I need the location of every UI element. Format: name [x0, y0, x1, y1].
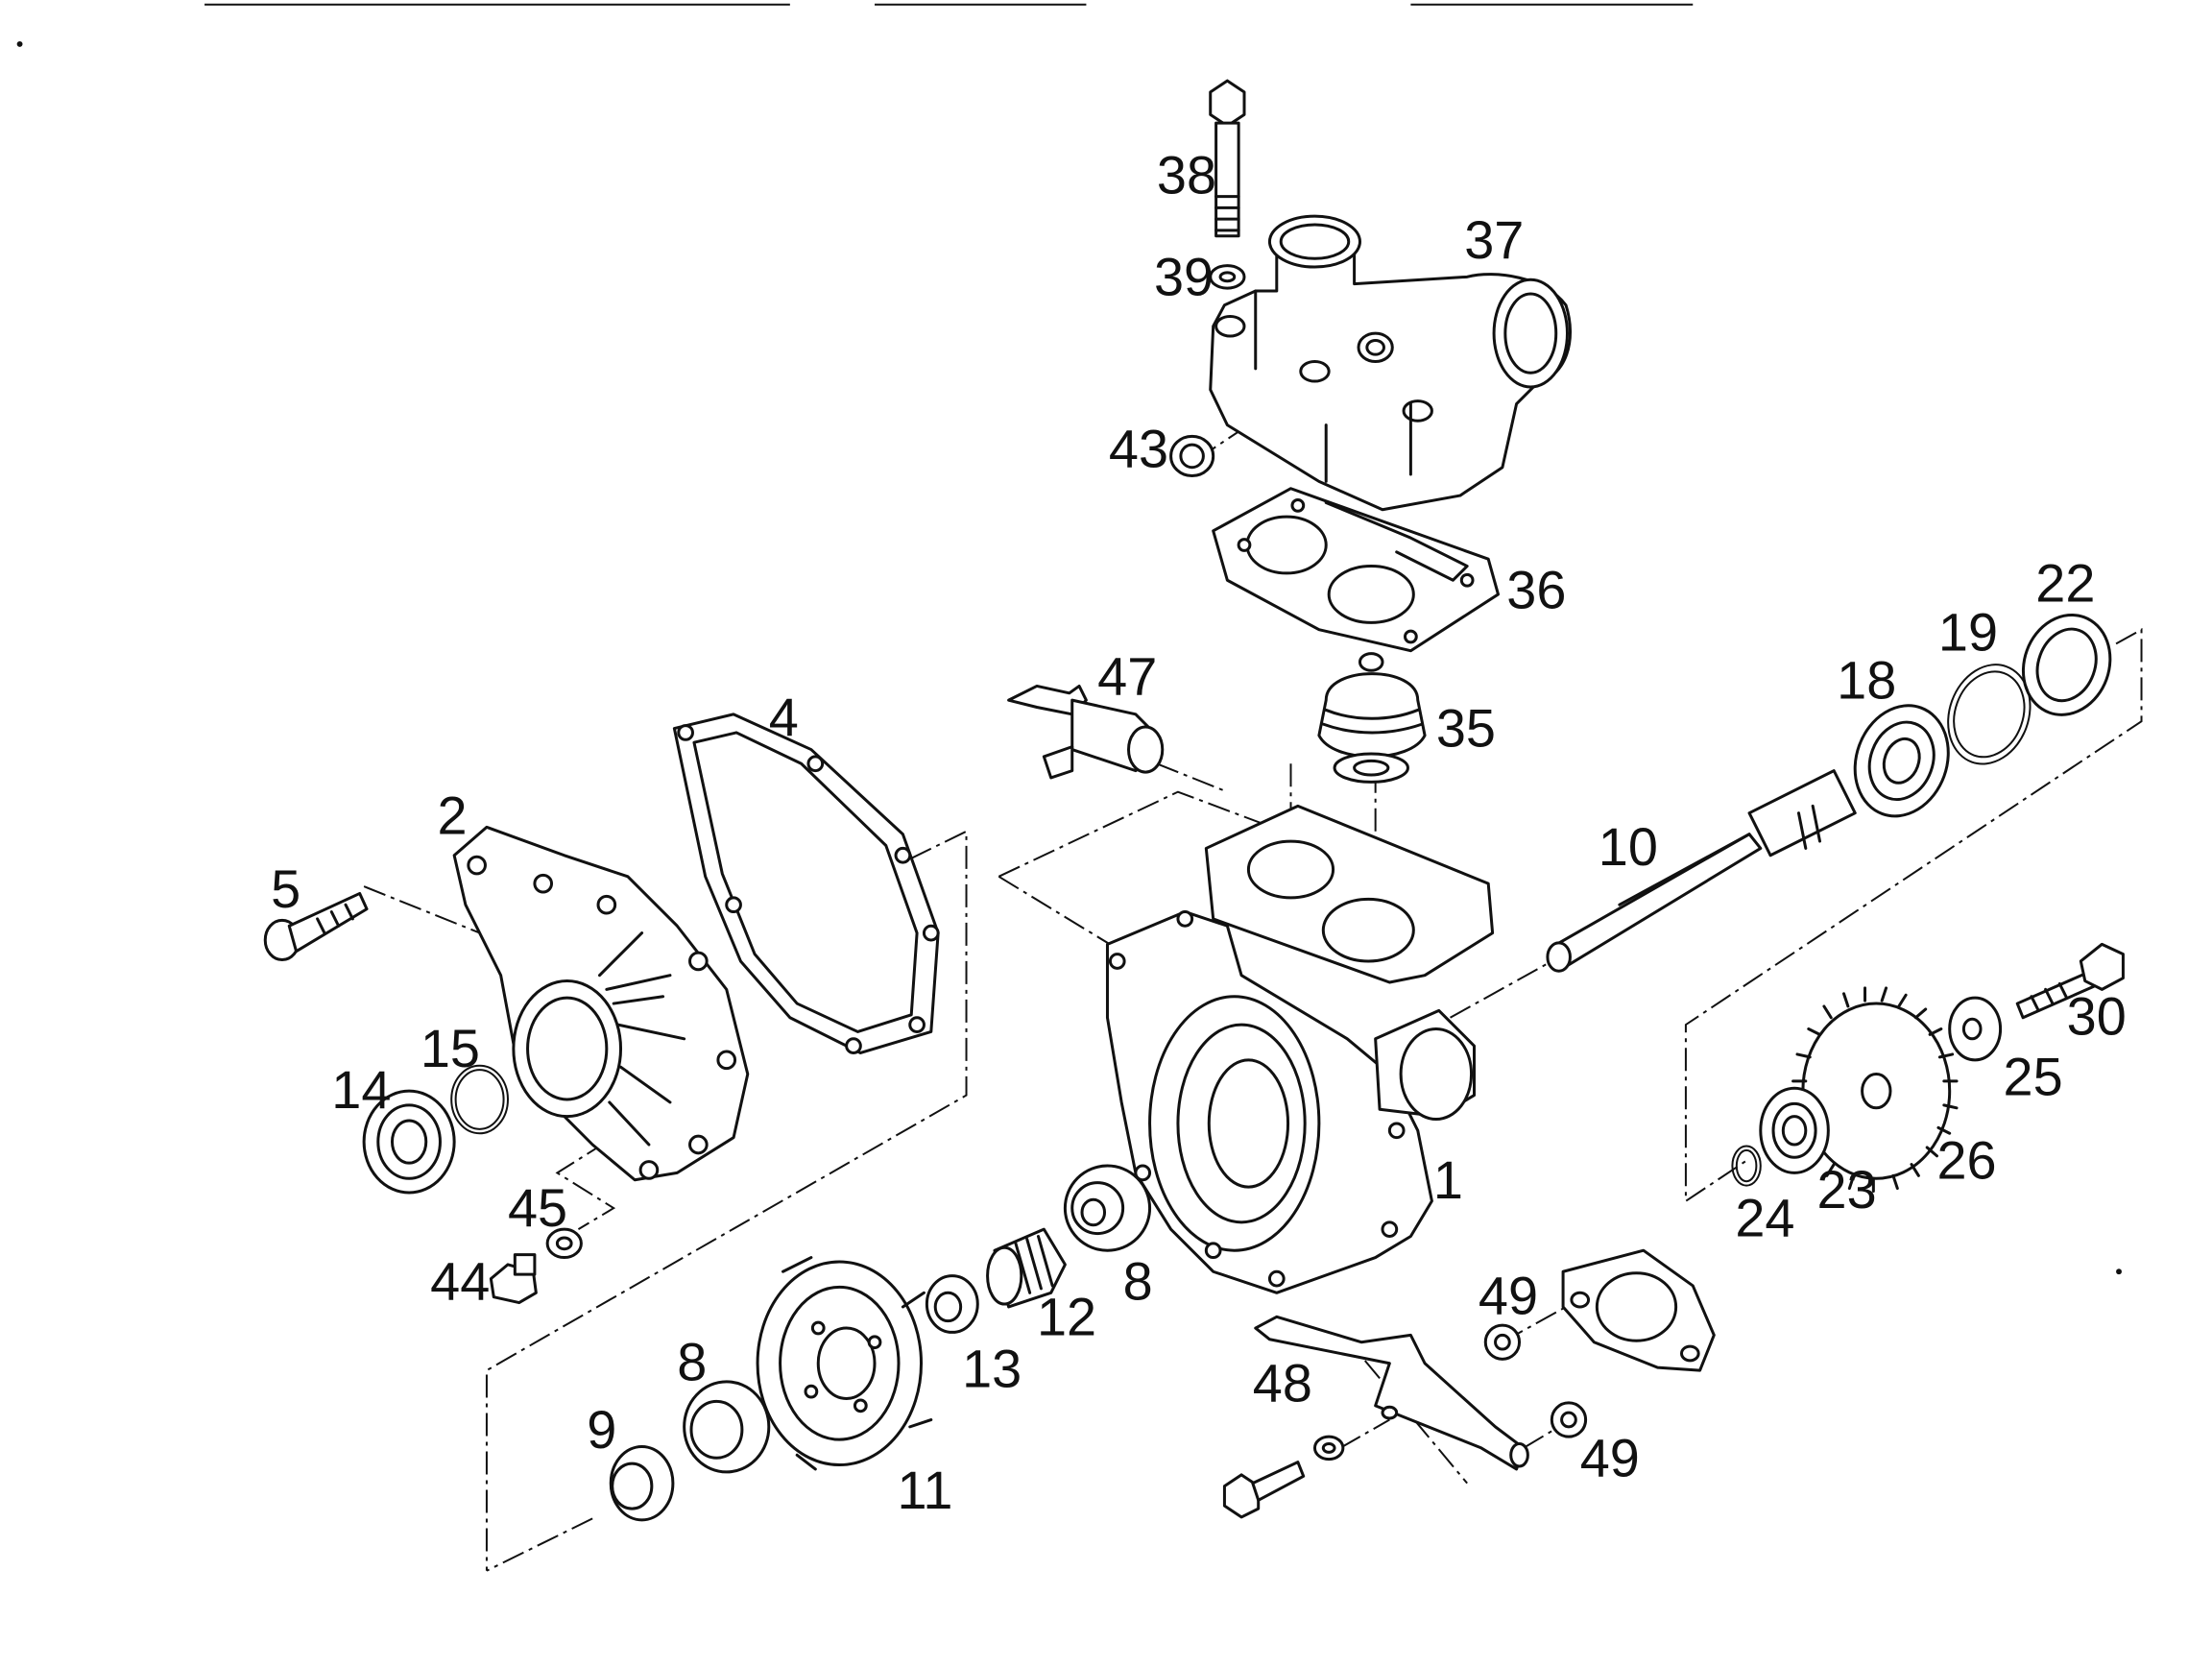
spacer-25 [1950, 998, 2001, 1060]
seal-8-lower [685, 1382, 769, 1472]
sleeve-12 [988, 1229, 1066, 1307]
bearing-14 [364, 1091, 454, 1193]
callout-13: 13 [962, 1339, 1022, 1399]
callout-18: 18 [1837, 650, 1896, 711]
nut-13 [926, 1276, 977, 1333]
callout-36: 36 [1506, 560, 1566, 620]
callout-1: 1 [1433, 1149, 1463, 1210]
callout-47: 47 [1097, 645, 1157, 706]
screw-5 [265, 893, 367, 959]
bearing-23 [1761, 1088, 1829, 1172]
bearing-18 [1839, 692, 1963, 830]
callout-44: 44 [430, 1251, 490, 1312]
pump-cover-2 [454, 827, 748, 1179]
shaft-10 [1548, 771, 1855, 972]
callout-22: 22 [2035, 552, 2095, 613]
thermostat-35 [1319, 654, 1425, 783]
scan-specks [16, 40, 2122, 1275]
washer-lower [1314, 1437, 1342, 1460]
drain-valve-47 [1009, 686, 1163, 778]
callout-9: 9 [587, 1399, 616, 1460]
ring-22 [2009, 603, 2124, 728]
bolt-38 [1211, 81, 1244, 236]
callout-48: 48 [1253, 1352, 1312, 1413]
washer-49-upper [1485, 1325, 1519, 1359]
callout-8-upper: 8 [1123, 1251, 1153, 1312]
callout-49-upper: 49 [1479, 1265, 1538, 1325]
callout-39: 39 [1154, 246, 1214, 306]
bolt-30 [2017, 944, 2123, 1017]
callout-19: 19 [1938, 602, 1998, 663]
gasket-36 [1214, 489, 1499, 651]
callout-23: 23 [1817, 1159, 1877, 1220]
pump-housing-1 [1107, 806, 1492, 1293]
callout-45: 45 [508, 1177, 567, 1238]
callout-30: 30 [2067, 985, 2127, 1046]
callout-10: 10 [1599, 816, 1658, 877]
plug-44 [491, 1255, 536, 1303]
callout-43: 43 [1109, 419, 1168, 479]
callout-25: 25 [2004, 1047, 2063, 1107]
callout-35: 35 [1436, 698, 1496, 759]
callout-37: 37 [1464, 209, 1524, 270]
washer-39 [1211, 266, 1244, 289]
bracket-48 [1256, 1317, 1528, 1469]
circlip-15 [451, 1066, 508, 1134]
callout-11: 11 [898, 1460, 953, 1520]
thermostat-housing-37 [1211, 216, 1571, 510]
callout-15: 15 [421, 1018, 480, 1078]
callout-26: 26 [1936, 1129, 1996, 1190]
washer-49-lower [1551, 1403, 1585, 1437]
gear-26 [1793, 988, 1957, 1192]
cover-gasket-4 [674, 714, 938, 1053]
clip-24 [1732, 1146, 1760, 1185]
callout-38: 38 [1157, 145, 1216, 205]
callout-12: 12 [1037, 1286, 1096, 1346]
impeller-11 [757, 1258, 931, 1469]
callout-8-lower: 8 [677, 1331, 707, 1391]
callout-labels: 38 37 39 43 36 22 19 18 47 35 4 2 5 10 3… [271, 145, 2127, 1520]
washer-45 [547, 1229, 581, 1257]
seal-8-upper [1065, 1166, 1149, 1250]
callout-4: 4 [769, 687, 799, 747]
bushing-9 [611, 1446, 673, 1519]
flange [1563, 1250, 1714, 1370]
circlip-19 [1935, 653, 2044, 776]
callout-24: 24 [1735, 1188, 1794, 1248]
seal-43 [1171, 436, 1214, 475]
callout-2: 2 [438, 785, 468, 846]
callout-14: 14 [331, 1059, 391, 1120]
callout-5: 5 [271, 858, 301, 919]
callout-49-lower: 49 [1580, 1427, 1640, 1487]
bolt-lower [1224, 1462, 1303, 1517]
